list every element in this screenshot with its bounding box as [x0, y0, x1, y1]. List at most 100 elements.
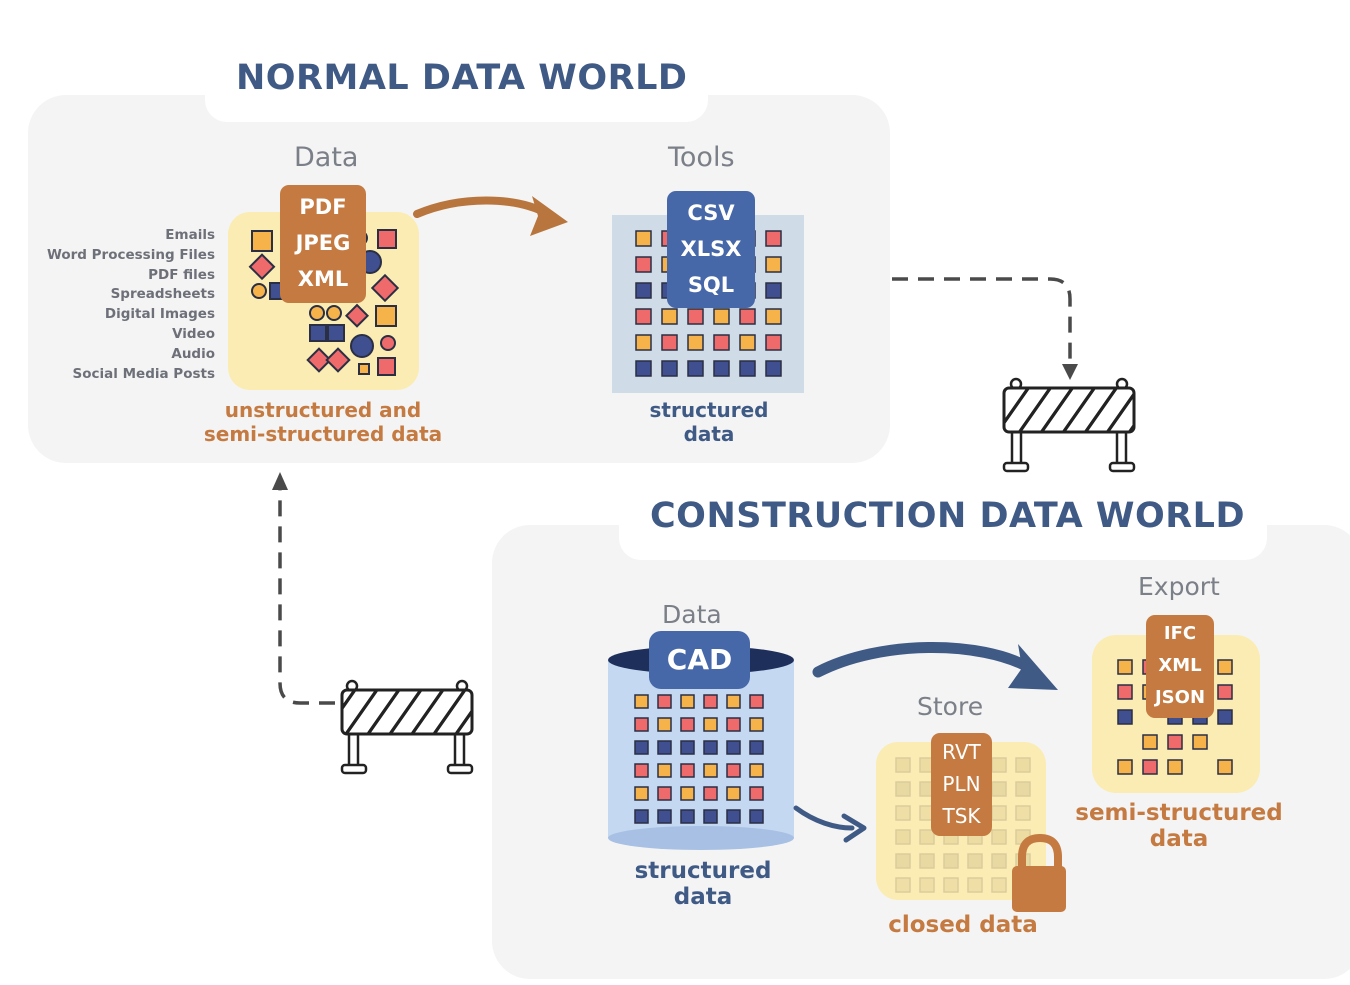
grid-square	[713, 360, 730, 377]
construction-world-title: CONSTRUCTION DATA WORLD	[650, 496, 1246, 536]
grid-square	[634, 809, 649, 824]
dashed-connector-left	[278, 485, 335, 705]
grid-square	[749, 786, 764, 801]
construction-world-title-tab	[619, 484, 1267, 560]
grid-square	[634, 786, 649, 801]
barrier-icon-right	[1002, 377, 1136, 473]
grid-square	[895, 877, 911, 893]
grid-square	[680, 809, 695, 824]
data-formats-badge: PDF JPEG XML	[280, 185, 366, 303]
format-label: IFC	[1163, 623, 1197, 644]
grid-square	[765, 256, 782, 273]
grid-square	[1217, 659, 1233, 675]
cad-badge: CAD	[649, 631, 750, 689]
grid-square	[1117, 759, 1133, 775]
grid-square	[726, 694, 741, 709]
grid-square	[749, 694, 764, 709]
grid-square	[739, 360, 756, 377]
grid-square	[765, 360, 782, 377]
grid-square	[635, 230, 652, 247]
tool-formats-badge: CSV XLSX SQL	[667, 191, 755, 308]
grid-square	[703, 763, 718, 778]
list-item: Audio	[171, 345, 215, 362]
format-label: CAD	[666, 643, 733, 676]
grid-square	[703, 740, 718, 755]
grid-square	[991, 829, 1007, 845]
grid-square	[703, 786, 718, 801]
grid-square	[895, 757, 911, 773]
store-formats-badge: RVT PLN TSK	[931, 733, 992, 836]
caption-line: data	[673, 884, 733, 910]
grid-square	[1015, 757, 1031, 773]
grid-square	[991, 757, 1007, 773]
grid-square	[895, 805, 911, 821]
grid-square	[1167, 734, 1183, 750]
grid-square	[919, 877, 935, 893]
grid-square	[634, 694, 649, 709]
grid-square	[657, 694, 672, 709]
caption-line: semi-structured	[1075, 800, 1283, 826]
grid-square	[895, 781, 911, 797]
grid-square	[634, 740, 649, 755]
grid-square	[657, 809, 672, 824]
grid-square	[943, 853, 959, 869]
grid-square	[991, 877, 1007, 893]
structured-caption-construction: structured data	[610, 858, 796, 910]
format-label: TSK	[942, 804, 981, 828]
list-item: Social Media Posts	[72, 365, 215, 382]
grid-square	[765, 230, 782, 247]
normal-tools-label: Tools	[668, 142, 735, 173]
caption-line: data	[683, 422, 735, 446]
grid-square	[749, 809, 764, 824]
grid-square	[680, 694, 695, 709]
grid-square	[1117, 659, 1133, 675]
store-label: Store	[917, 692, 984, 721]
grid-square	[687, 308, 704, 325]
grid-square	[634, 763, 649, 778]
format-label: JSON	[1154, 687, 1206, 708]
normal-world-title-tab	[205, 42, 708, 122]
list-item: PDF files	[148, 266, 215, 283]
format-label: PLN	[942, 772, 981, 796]
grid-square	[661, 334, 678, 351]
closed-caption: closed data	[888, 912, 1038, 938]
list-item: Digital Images	[104, 306, 215, 323]
caption-line: unstructured and	[224, 398, 422, 422]
format-label: JPEG	[295, 231, 351, 255]
grid-square	[765, 308, 782, 325]
grid-square	[635, 308, 652, 325]
grid-square	[967, 853, 983, 869]
grid-square	[739, 334, 756, 351]
grid-square	[680, 786, 695, 801]
grid-square	[635, 282, 652, 299]
grid-square	[726, 763, 741, 778]
dashed-connector-right	[892, 277, 1072, 370]
grid-square	[765, 282, 782, 299]
grid-square	[680, 717, 695, 732]
grid-square	[1142, 734, 1158, 750]
format-label: XLSX	[680, 237, 742, 261]
grid-square	[713, 334, 730, 351]
grid-square	[749, 717, 764, 732]
grid-square	[739, 308, 756, 325]
grid-square	[687, 334, 704, 351]
caption-line: semi-structured data	[203, 422, 443, 446]
format-label: PDF	[299, 195, 347, 219]
grid-square	[703, 694, 718, 709]
grid-square	[765, 334, 782, 351]
grid-square	[1117, 709, 1133, 725]
grid-square	[703, 809, 718, 824]
export-label: Export	[1138, 572, 1220, 601]
format-label: CSV	[687, 201, 735, 225]
grid-square	[680, 763, 695, 778]
grid-square	[634, 717, 649, 732]
caption-line: structured	[634, 858, 772, 884]
format-label: RVT	[942, 740, 981, 764]
format-label: SQL	[687, 273, 735, 297]
grid-square	[749, 763, 764, 778]
format-label: XML	[297, 267, 349, 291]
grid-square	[991, 781, 1007, 797]
grid-square	[1117, 684, 1133, 700]
grid-square	[1142, 759, 1158, 775]
grid-square	[687, 360, 704, 377]
